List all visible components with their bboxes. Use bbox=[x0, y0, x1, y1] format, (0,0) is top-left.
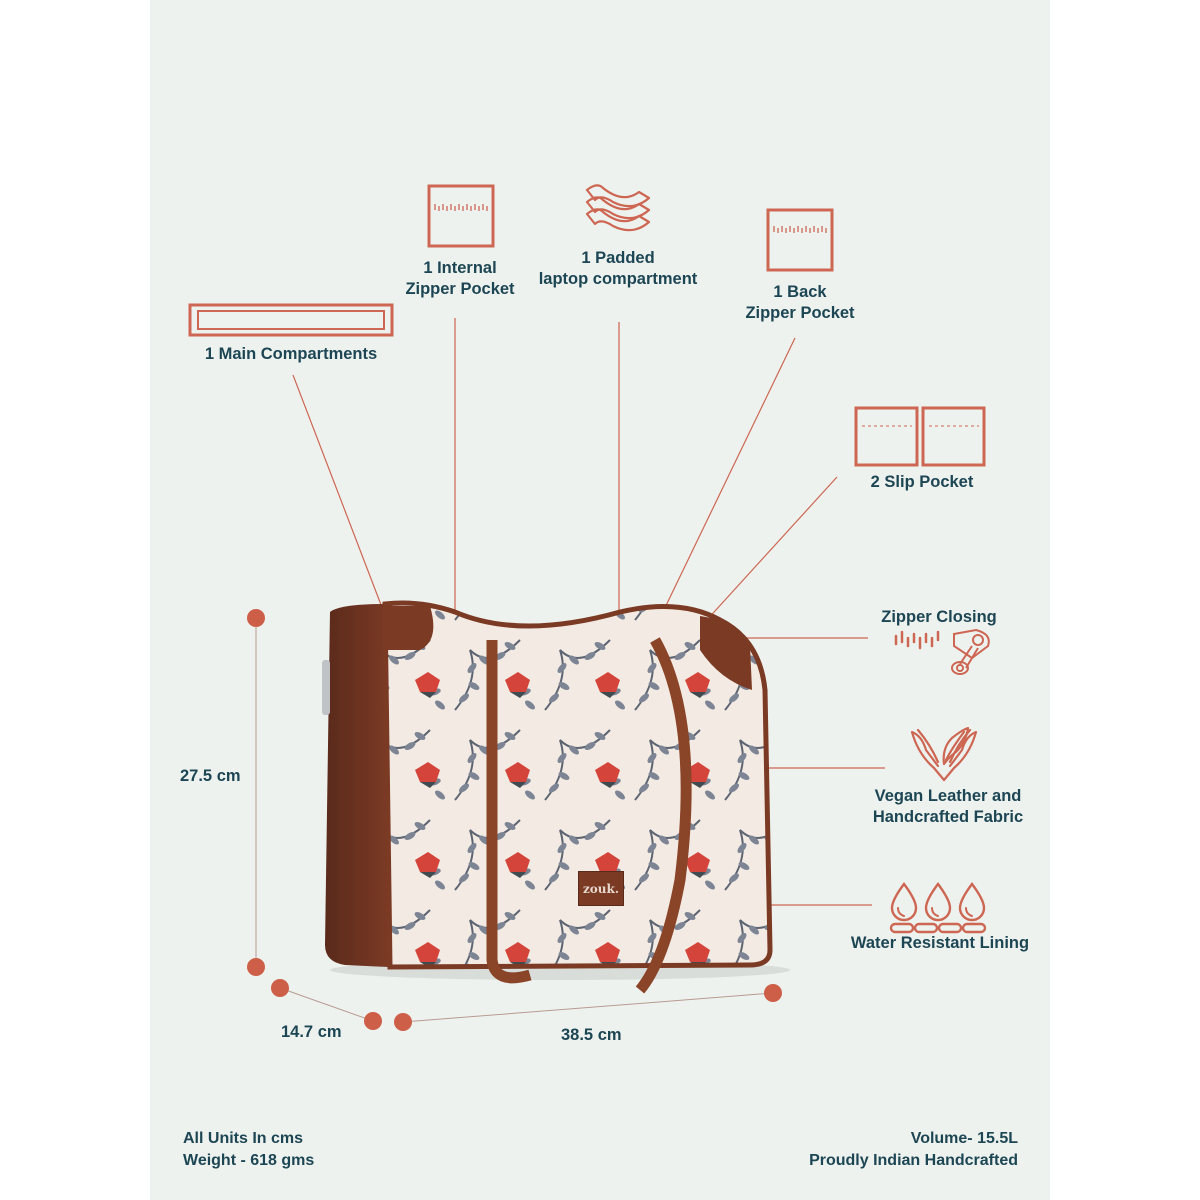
internal-zipper-label: 1 Internal Zipper Pocket bbox=[405, 259, 515, 298]
infographic-panel bbox=[150, 0, 1050, 1200]
zipper-pocket-icon bbox=[427, 184, 495, 248]
main-compartment-connector bbox=[292, 374, 384, 611]
back-zipper-label: 1 Back Zipper Pocket bbox=[745, 283, 855, 322]
tagline: Proudly Indian Handcrafted bbox=[809, 1152, 1018, 1169]
padded-laptop-label: 1 Padded laptop compartment bbox=[538, 249, 698, 288]
brand-logo-tag: zouk. bbox=[578, 871, 624, 906]
footer-left: All Units In cms Weight - 618 gms bbox=[183, 1128, 314, 1172]
depth-end-marker bbox=[364, 1012, 382, 1030]
depth-start-marker bbox=[271, 979, 289, 997]
vegan-leather-label: Vegan Leather and Handcrafted Fabric bbox=[872, 787, 1024, 826]
zipper-pull-icon bbox=[894, 628, 990, 675]
units-note: All Units In cms bbox=[183, 1130, 304, 1147]
width-end-marker bbox=[764, 984, 782, 1002]
water-resistant-label: Water Resistant Lining bbox=[850, 934, 1030, 952]
width-dimension-label: 38.5 cm bbox=[561, 1026, 622, 1044]
padded-layers-icon bbox=[585, 184, 651, 232]
weight-note: Weight - 618 gms bbox=[183, 1152, 315, 1169]
footer-right: Volume- 15.5L Proudly Indian Handcrafted bbox=[809, 1128, 1018, 1172]
zipper-pocket-icon bbox=[766, 208, 834, 272]
back-zipper-connector bbox=[659, 337, 796, 619]
zipper-closing-label: Zipper Closing bbox=[881, 608, 997, 626]
volume-note: Volume- 15.5L bbox=[910, 1130, 1018, 1147]
brand-logo-text: zouk. bbox=[582, 881, 620, 896]
height-dimension-label: 27.5 cm bbox=[180, 767, 241, 785]
hands-leaf-icon bbox=[910, 726, 978, 782]
height-bottom-marker bbox=[247, 958, 265, 976]
compartment-icon bbox=[188, 303, 394, 337]
water-drops-icon bbox=[889, 881, 987, 934]
slip-pocket-connector bbox=[704, 476, 838, 623]
slip-pocket-icon bbox=[854, 406, 986, 467]
width-start-marker bbox=[394, 1013, 412, 1031]
depth-dimension-label: 14.7 cm bbox=[281, 1023, 342, 1041]
slip-pocket-label: 2 Slip Pocket bbox=[870, 473, 974, 491]
main-compartment-label: 1 Main Compartments bbox=[204, 345, 378, 363]
height-top-marker bbox=[247, 609, 265, 627]
